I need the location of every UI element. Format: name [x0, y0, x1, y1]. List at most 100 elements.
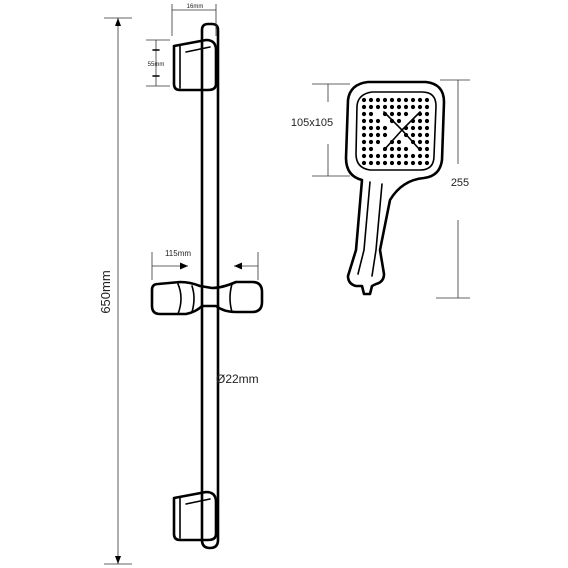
nozzle-hole — [424, 118, 430, 124]
nozzle-hole — [368, 146, 374, 152]
nozzle-hole — [368, 125, 374, 131]
rail-tube — [200, 22, 220, 550]
nozzle-hole — [361, 146, 367, 152]
nozzle-hole — [368, 153, 374, 159]
nozzle-hole — [368, 104, 374, 110]
nozzle-hole — [361, 97, 367, 103]
top-wall-bracket — [172, 38, 218, 92]
bracket-height-label: 55mm — [148, 62, 165, 68]
nozzle-hole — [368, 139, 374, 145]
slider-width-label: 115mm — [165, 249, 191, 258]
spray-nozzles — [361, 97, 430, 166]
nozzle-hole — [368, 160, 374, 166]
nozzle-hole — [417, 132, 423, 138]
nozzle-hole — [368, 118, 374, 124]
nozzle-hole — [375, 153, 381, 159]
nozzle-hole — [410, 153, 416, 159]
nozzle-hole — [382, 125, 388, 131]
nozzle-hole — [396, 104, 402, 110]
nozzle-hole — [375, 139, 381, 145]
length-dimension: 650mm — [98, 17, 132, 565]
nozzle-hole — [424, 146, 430, 152]
nozzle-hole — [410, 97, 416, 103]
nozzle-hole — [382, 160, 388, 166]
bracket-width-label: 16mm — [187, 4, 204, 10]
nozzle-hole — [424, 139, 430, 145]
nozzle-hole — [410, 125, 416, 131]
nozzle-hole — [361, 125, 367, 131]
nozzle-hole — [403, 153, 409, 159]
nozzle-hole — [417, 125, 423, 131]
nozzle-hole — [417, 118, 423, 124]
nozzle-hole — [375, 97, 381, 103]
nozzle-hole — [389, 111, 395, 117]
nozzle-hole — [361, 160, 367, 166]
nozzle-hole — [368, 132, 374, 138]
nozzle-hole — [424, 160, 430, 166]
nozzle-hole — [403, 104, 409, 110]
head-size-dimension: 105x105 — [291, 83, 350, 177]
nozzle-hole — [382, 97, 388, 103]
nozzle-hole — [389, 160, 395, 166]
head-size-label: 105x105 — [291, 117, 333, 129]
slider-width-dimension: 115mm — [151, 249, 259, 280]
nozzle-hole — [403, 111, 409, 117]
nozzle-hole — [396, 139, 402, 145]
nozzle-hole — [382, 104, 388, 110]
nozzle-hole — [368, 97, 374, 103]
handset-body — [344, 80, 446, 296]
slide-rail — [200, 22, 220, 550]
nozzle-hole — [417, 153, 423, 159]
hand-shower — [344, 80, 446, 296]
nozzle-hole — [368, 111, 374, 117]
nozzle-hole — [403, 160, 409, 166]
total-length-label: 650mm — [98, 270, 113, 313]
nozzle-hole — [375, 125, 381, 131]
handset-length-dimension: 255 — [436, 79, 470, 299]
nozzle-hole — [396, 97, 402, 103]
nozzle-hole — [410, 160, 416, 166]
bracket-width-dimension: 16mm — [171, 4, 217, 36]
nozzle-hole — [389, 146, 395, 152]
nozzle-hole — [389, 97, 395, 103]
nozzle-hole — [382, 132, 388, 138]
nozzle-hole — [361, 111, 367, 117]
nozzle-hole — [375, 160, 381, 166]
nozzle-hole — [361, 104, 367, 110]
sliding-holder — [150, 280, 264, 316]
nozzle-hole — [382, 153, 388, 159]
nozzle-hole — [417, 139, 423, 145]
nozzle-hole — [417, 104, 423, 110]
nozzle-hole — [375, 132, 381, 138]
nozzle-hole — [361, 118, 367, 124]
nozzle-hole — [396, 118, 402, 124]
nozzle-hole — [424, 125, 430, 131]
nozzle-hole — [403, 146, 409, 152]
nozzle-hole — [361, 153, 367, 159]
bracket-height-dimension: 55mm — [146, 39, 170, 87]
nozzle-hole — [396, 111, 402, 117]
nozzle-hole — [396, 153, 402, 159]
nozzle-hole — [396, 160, 402, 166]
nozzle-hole — [417, 97, 423, 103]
nozzle-hole — [417, 160, 423, 166]
nozzle-hole — [424, 111, 430, 117]
nozzle-hole — [396, 146, 402, 152]
nozzle-hole — [375, 118, 381, 124]
nozzle-hole — [424, 97, 430, 103]
rail-diameter-label: Ø22mm — [216, 372, 259, 386]
nozzle-hole — [403, 97, 409, 103]
nozzle-hole — [424, 104, 430, 110]
nozzle-hole — [375, 104, 381, 110]
nozzle-hole — [410, 132, 416, 138]
bottom-wall-bracket — [172, 490, 218, 542]
nozzle-hole — [361, 132, 367, 138]
nozzle-hole — [410, 104, 416, 110]
rail-diameter-dimension: Ø22mm — [216, 372, 259, 386]
handset-length-label: 255 — [451, 177, 469, 189]
nozzle-hole — [424, 132, 430, 138]
nozzle-hole — [389, 104, 395, 110]
nozzle-hole — [424, 153, 430, 159]
nozzle-hole — [389, 153, 395, 159]
